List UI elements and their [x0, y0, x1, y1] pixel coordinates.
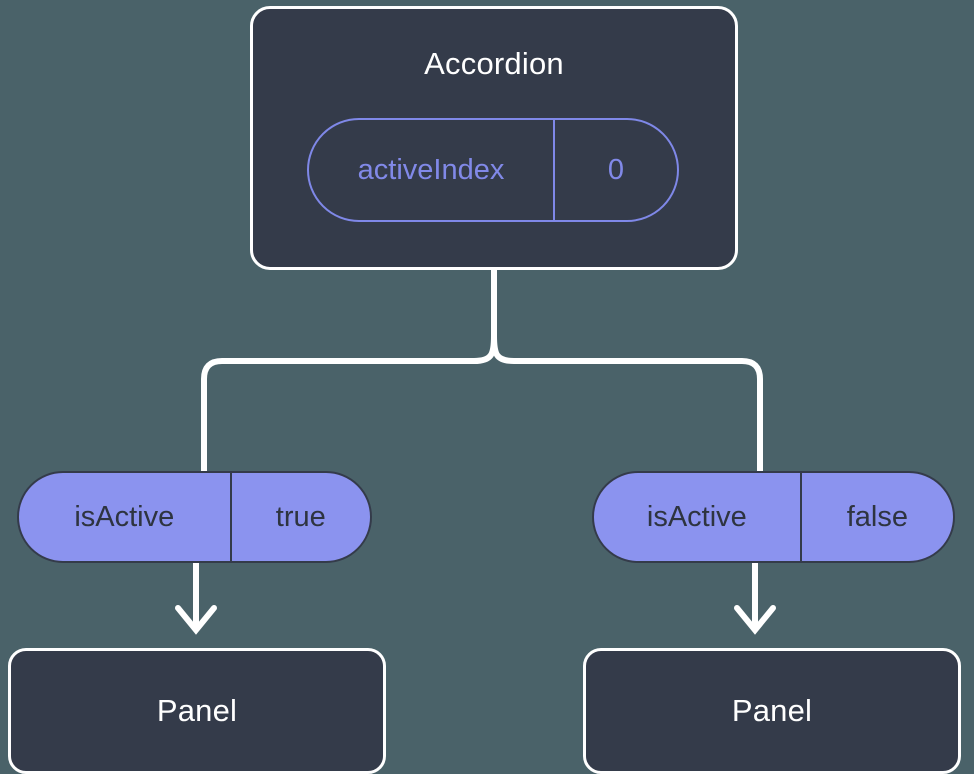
branch-connector-right: [491, 333, 763, 474]
node-panel-left-title: Panel: [156, 693, 238, 728]
prop-pill-isactive-true-value: true: [275, 500, 326, 533]
prop-pill-isactive-true-key: isActive: [19, 473, 232, 561]
prop-pill-isactive-false-value: false: [846, 500, 908, 533]
prop-pill-isactive-false[interactable]: isActive false: [592, 471, 955, 563]
arrow-head-left-icon: [175, 605, 217, 635]
state-pill-activeindex-value: 0: [607, 153, 625, 186]
prop-pill-isactive-true[interactable]: isActive true: [17, 471, 372, 563]
state-pill-activeindex-key: activeIndex: [309, 120, 555, 220]
node-panel-left[interactable]: Panel: [8, 648, 386, 774]
node-panel-right[interactable]: Panel: [583, 648, 961, 774]
branch-connector-left: [201, 333, 497, 474]
state-pill-activeindex[interactable]: activeIndex 0: [307, 118, 679, 222]
node-accordion-title: Accordion: [424, 46, 564, 81]
prop-pill-isactive-false-key: isActive: [594, 473, 802, 561]
node-panel-right-title: Panel: [731, 693, 813, 728]
arrow-head-right-icon: [734, 605, 776, 635]
